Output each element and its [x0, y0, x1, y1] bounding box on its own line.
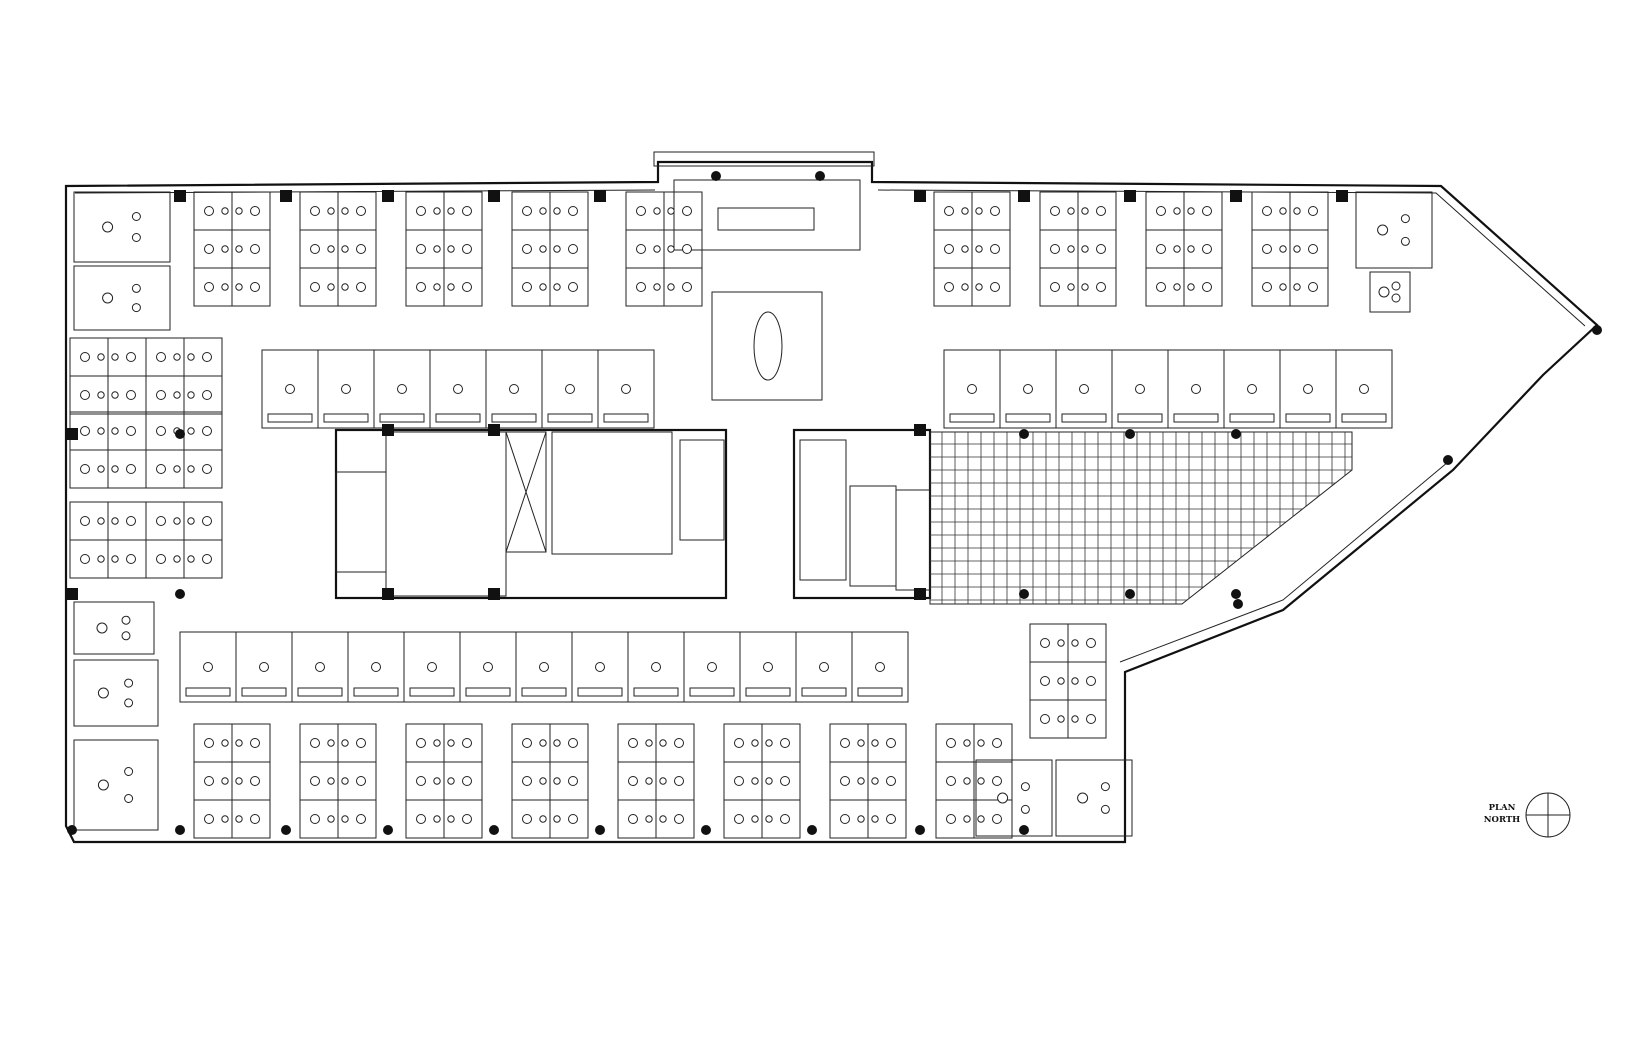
workstation-cluster	[511, 191, 589, 307]
north-label-plan: PLAN	[1489, 803, 1516, 813]
office	[73, 265, 171, 331]
perimeter-offices	[73, 191, 1433, 837]
workstation-strip	[943, 349, 1393, 429]
office	[1055, 759, 1133, 837]
office	[73, 739, 159, 831]
workstation-cluster	[625, 191, 703, 307]
workstation-strip	[179, 631, 909, 703]
workstation-strip	[261, 349, 655, 429]
workstation-cluster	[299, 723, 377, 839]
workstation-cluster	[405, 723, 483, 839]
building-core	[334, 428, 932, 600]
workstation-cluster	[69, 501, 147, 579]
workstation-cluster	[1039, 191, 1117, 307]
north-label-north: NORTH	[1484, 815, 1520, 825]
office	[1355, 191, 1433, 269]
office	[73, 191, 171, 263]
workstation-cluster	[1029, 623, 1107, 739]
workstation-cluster	[617, 723, 695, 839]
workstation-cluster	[69, 337, 147, 415]
workstation-cluster	[145, 501, 223, 579]
workstation-cluster	[1251, 191, 1329, 307]
north-arrow: PLAN NORTH	[1484, 792, 1571, 838]
office	[975, 759, 1053, 837]
workstation-cluster	[723, 723, 801, 839]
workstation-cluster	[299, 191, 377, 307]
workstation-cluster	[933, 191, 1011, 307]
workstation-cluster	[511, 723, 589, 839]
meeting-rooms	[673, 179, 861, 401]
workstation-cluster	[69, 411, 147, 489]
exterior-walls	[64, 151, 1599, 844]
tiled-floor-area	[929, 431, 1353, 605]
workstation-blocks	[69, 191, 1393, 839]
workstation-cluster	[935, 723, 1013, 839]
workstation-cluster	[405, 191, 483, 307]
workstation-cluster	[145, 337, 223, 415]
workstation-cluster	[829, 723, 907, 839]
office	[73, 601, 155, 655]
office	[1369, 271, 1411, 313]
workstation-cluster	[1145, 191, 1223, 307]
workstation-cluster	[193, 723, 271, 839]
workstation-cluster	[193, 191, 271, 307]
structural-columns	[66, 171, 1602, 835]
office	[73, 659, 159, 727]
workstation-cluster	[145, 411, 223, 489]
